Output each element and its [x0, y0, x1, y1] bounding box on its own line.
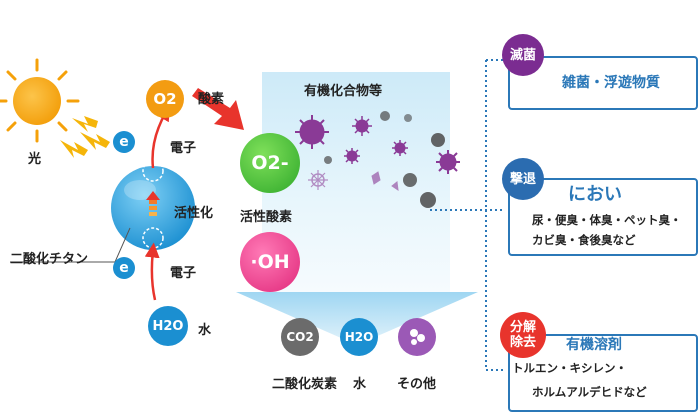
other-dots-icon [410, 329, 425, 345]
superoxide-formula: O2- [251, 152, 289, 174]
effect-desc-solvents-1: トルエン・キシレン・ [512, 361, 627, 375]
other-products-icon [398, 318, 436, 356]
electron-top-label: 電子 [170, 141, 197, 156]
water-label: 水 [198, 323, 212, 338]
activation-label: 活性化 [174, 206, 214, 221]
effect-title-solvents: 有機溶剤 [566, 337, 622, 353]
carbon-dioxide-label: 二酸化炭素 [272, 377, 338, 392]
other-products-label: その他 [397, 377, 437, 392]
virus-particles [295, 115, 460, 192]
dust-particles [324, 111, 445, 208]
effect-card-solvents: 有機溶剤 トルエン・キシレン・ ホルムアルデヒドなど [508, 334, 698, 412]
light-rays [60, 116, 110, 158]
hydroxyl-formula: ·OH [250, 251, 290, 273]
effect-desc-odor-1: 尿・便臭・体臭・ペット臭・ [532, 213, 682, 227]
water-formula: H2O [152, 318, 184, 334]
electron-icon-top: e [113, 131, 135, 153]
oxygen-molecule-icon: O2 [146, 80, 184, 118]
water-molecule-icon: H2O [148, 306, 188, 346]
sun-icon [0, 58, 80, 143]
effect-title-odor: におい [568, 184, 622, 205]
electron-icon-bottom: e [113, 257, 135, 279]
active-oxygen-label: 活性酸素 [240, 210, 293, 225]
light-label: 光 [28, 152, 42, 167]
electron-bottom-label: 電子 [170, 266, 197, 281]
carbon-dioxide-icon: CO2 [281, 318, 319, 356]
effect-tag-solvents: 分解除去 [500, 312, 546, 358]
effect-card-sterilization: 雑菌・浮遊物質 [508, 56, 698, 110]
titanium-dioxide-label: 二酸化チタン [10, 252, 89, 267]
hydroxyl-radical-icon: ·OH [240, 232, 300, 292]
effect-tag-odor: 撃退 [502, 158, 544, 200]
effect-title-sterilization: 雑菌・浮遊物質 [562, 75, 660, 91]
oxygen-label: 酸素 [198, 92, 225, 107]
effect-desc-solvents-2: ホルムアルデヒドなど [532, 385, 647, 399]
effect-desc-odor-2: カビ臭・食後臭など [532, 233, 636, 247]
oxygen-to-superoxide-arrow [192, 88, 244, 130]
effect-tag-sterilization: 滅菌 [502, 34, 544, 76]
effect-connectors [430, 59, 505, 371]
product-water-label: 水 [353, 377, 367, 392]
carbon-dioxide-formula: CO2 [286, 330, 314, 344]
product-water-formula: H2O [344, 330, 374, 344]
oxygen-formula: O2 [153, 90, 177, 108]
organic-compounds-header: 有機化合物等 [304, 84, 383, 99]
superoxide-icon: O2- [240, 133, 300, 193]
product-water-icon: H2O [340, 318, 378, 356]
